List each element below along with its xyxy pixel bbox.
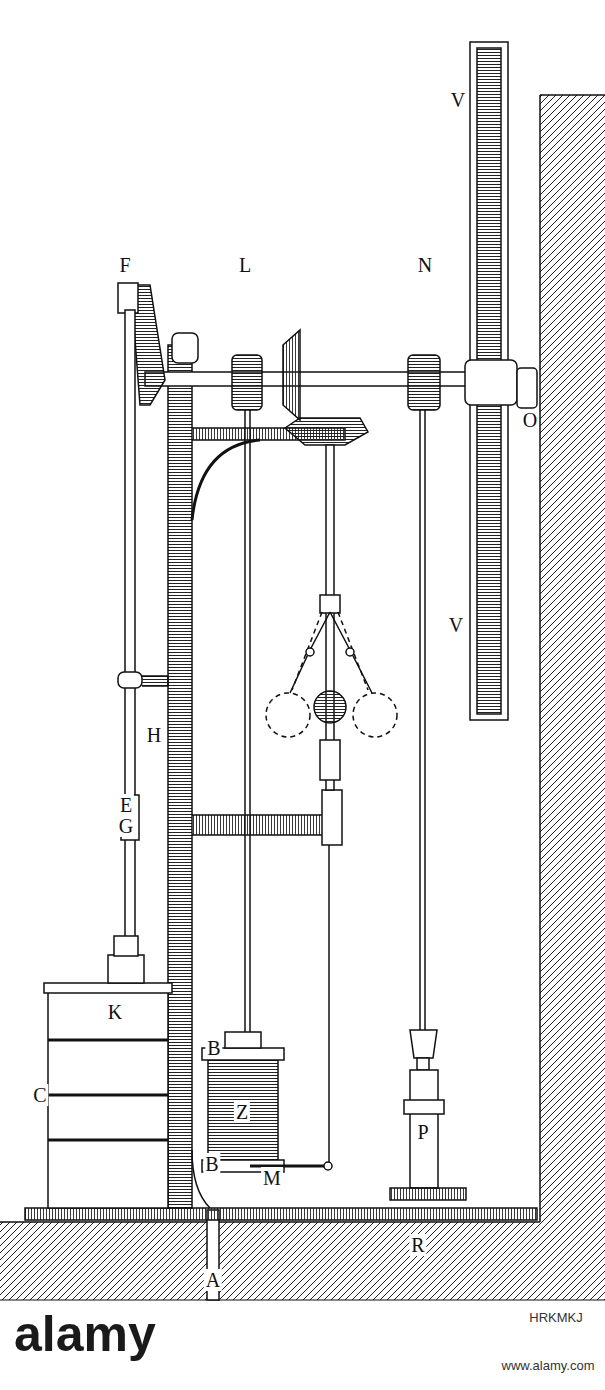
part-letter: F (117, 254, 132, 276)
part-letter: Z (234, 1101, 250, 1123)
watermark-url: www.alamy.com (500, 1359, 597, 1373)
part-letter: G (117, 815, 135, 837)
watermark: alamy (12, 1307, 158, 1362)
part-letter: N (416, 254, 434, 276)
part-letter: R (409, 1234, 426, 1256)
part-letter: B (203, 1153, 220, 1175)
watermark-id: HRKMKJ (527, 1311, 584, 1325)
part-letter: H (145, 724, 163, 746)
part-letter: V (449, 89, 467, 111)
part-letter: E (118, 794, 134, 816)
part-letter: C (31, 1084, 48, 1106)
part-letter: V (447, 614, 465, 636)
part-letter: L (237, 254, 253, 276)
part-letter: M (261, 1167, 283, 1189)
part-letter: B (205, 1037, 222, 1059)
part-letter: A (204, 1269, 222, 1291)
part-letter: O (521, 409, 539, 431)
part-letter: K (106, 1001, 124, 1023)
part-letter: P (415, 1121, 430, 1143)
